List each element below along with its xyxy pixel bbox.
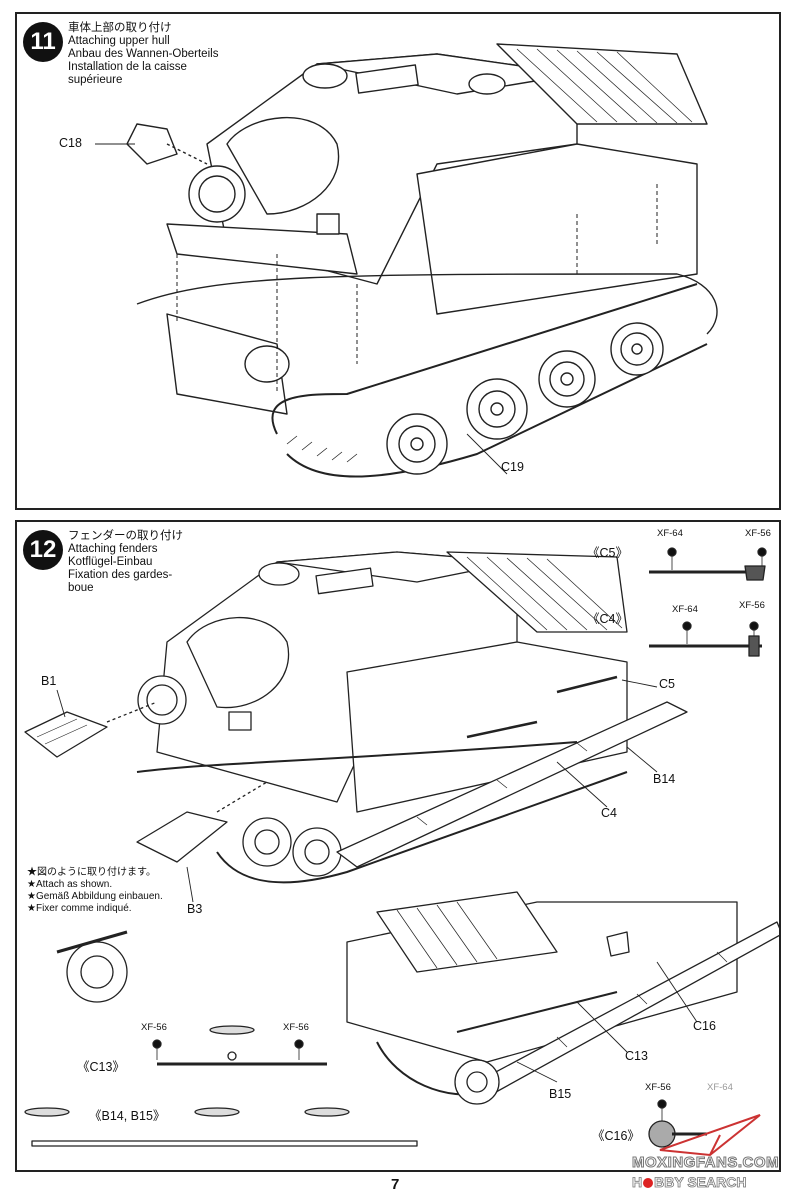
part-label-b15: B15 [549,1087,572,1101]
part-label-c16: C16 [693,1019,716,1033]
paint-c13-right: XF-56 [283,1022,309,1033]
step-11-illustration [95,43,718,478]
lower-hull [166,313,288,415]
step-11-title-en: Attaching upper hull [68,35,170,47]
paint-c5-left: XF-64 [657,528,683,539]
step-11-badge: 11 [23,22,63,62]
paint-label-c4: 《C4》 [587,612,628,626]
part-b3-shape [136,811,228,863]
step-12-illustration [24,547,779,1148]
paint-c16-partial: XF-64 [707,1082,733,1093]
track-bottom [286,343,708,478]
road-wheels [386,322,664,475]
watermark-bby: BBY SEARCH [654,1174,747,1191]
step-12-panel: 12 フェンダーの取り付け Attaching fenders Kotflüge… [15,520,781,1172]
paint-b14-b15-diagram [24,1107,418,1147]
paint-label-c13: 《C13》 [77,1060,125,1074]
part-label-c19: C19 [501,460,524,474]
leader-c16 [656,961,698,1023]
watermark-line1: MOXINGFANS.COM [631,1154,780,1172]
track-outer [271,283,698,435]
part-label-b14: B14 [653,772,676,786]
step-12-title-fr-2: boue [68,582,94,594]
attach-note-de: ★Gemäß Abbildung einbauen. [27,891,163,902]
step-11-title-ja: 車体上部の取り付け [68,22,172,34]
step-11-title-fr-2: supérieure [68,74,123,86]
page-number: 7 [391,1176,400,1193]
step-12-title-ja: フェンダーの取り付け [68,530,183,542]
leader-c19 [466,433,508,475]
paint-c4-right: XF-56 [739,600,765,611]
part-label-c13: C13 [625,1049,648,1063]
loader-hatch [468,73,506,95]
step-11-title-de: Anbau des Wannen-Oberteils [68,48,219,60]
front-plate [166,223,358,275]
leader-b1 [56,689,66,718]
part-c18-shape [126,123,178,165]
step-12-title-fr-1: Fixation des gardes- [68,569,173,581]
paint-c13-diagram [152,1025,327,1066]
leader-b15 [516,1061,558,1083]
gun-mantlet [226,116,340,215]
step-11-title: 車体上部の取り付け Attaching upper hull Anbau des… [68,22,218,87]
attach-note: ★図のように取り付けます。 ★Attach as shown. ★Gemäß A… [27,867,163,915]
assembly-arrows [176,184,658,394]
watermark-red-circle-icon [643,1178,654,1189]
part-label-c5: C5 [659,677,675,691]
commander-hatch [302,63,348,89]
attach-note-fr: ★Fixer comme indiqué. [27,903,132,914]
part-b14-shape [336,701,688,868]
roof-hatch [355,64,419,94]
paint-c4-diagram [649,621,762,657]
paint-c13-left: XF-56 [141,1022,167,1033]
leader-b14 [626,746,658,773]
part-label-b1: B1 [41,674,57,688]
paint-c16-top: XF-56 [645,1082,671,1093]
leader-c4 [556,761,608,808]
upper-hull-side [416,143,698,315]
watermark: MOXINGFANS.COM H BBY SEARCH [610,1114,790,1194]
detail-inset [56,930,128,1003]
paint-label-b14-b15: 《B14, B15》 [89,1109,166,1123]
gun-barrel-bore [198,175,236,213]
leader-c5 [621,679,658,688]
vehicle-side [346,641,628,813]
vehicle-hatch [258,562,300,586]
vehicle-grille [446,551,628,633]
step-11-panel: 11 車体上部の取り付け Attaching upper hull Anbau … [15,12,781,510]
watermark-h: H [632,1174,643,1191]
engine-grille [496,43,708,125]
paint-c4-left: XF-64 [672,604,698,615]
part-c5-shape [556,675,618,694]
part-label-c4: C4 [601,806,617,820]
step-11-title-fr-1: Installation de la caisse [68,61,187,73]
paint-c5-right: XF-56 [745,528,771,539]
paint-label-c16: 《C16》 [592,1129,640,1143]
paper-plane-icon [659,1114,761,1157]
part-c4-shape [466,720,538,739]
step-12-badge: 12 [23,530,63,570]
paint-label-c5: 《C5》 [587,546,628,560]
step-12-title: フェンダーの取り付け Attaching fenders Kotflügel-E… [68,530,183,595]
track-left-top [136,273,718,335]
hull-drum [244,345,290,383]
step-12-title-de: Kotflügel-Einbau [68,556,153,568]
leader-b3 [186,866,194,903]
paint-c5-diagram [649,547,767,581]
part-label-b3: B3 [187,902,203,916]
driver-visor [316,213,340,235]
paint-c16-diagram [648,1099,707,1148]
attach-note-en: ★Attach as shown. [27,879,113,890]
step-12-title-en: Attaching fenders [68,543,158,555]
vehicle-mantlet [186,616,290,709]
watermark-line2: H BBY SEARCH [632,1174,747,1191]
attach-note-ja: ★図のように取り付けます。 [27,867,156,878]
leader-c13 [576,1001,628,1053]
part-c16-shape [606,931,630,957]
part-label-c18: C18 [59,136,82,150]
